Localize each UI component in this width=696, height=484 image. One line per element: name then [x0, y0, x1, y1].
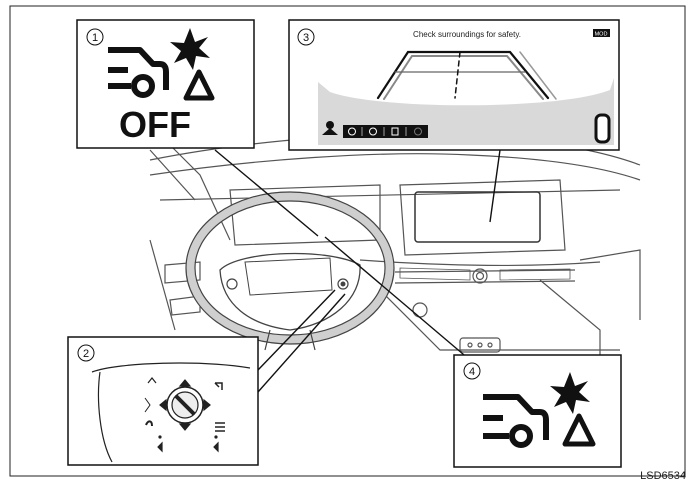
dashboard-illustration — [149, 133, 641, 380]
callout-1: 1 OFF — [76, 19, 255, 149]
callout-3: 3 Check surroundings for safety. MOD — [288, 19, 620, 151]
figure-code: LSD6534 — [640, 470, 686, 482]
callout-4: 4 — [453, 354, 622, 468]
leader-line-3 — [489, 149, 501, 223]
callout-4-box — [453, 354, 622, 468]
mod-badge — [593, 29, 610, 37]
sonar-icon[interactable] — [369, 127, 377, 136]
steering-wheel — [185, 191, 395, 351]
callout-2: 2 — [67, 336, 259, 466]
leader-lines — [214, 149, 501, 393]
leader-line-2a — [257, 289, 336, 371]
leader-line-2b — [257, 293, 346, 393]
steering-wheel-switch-icon — [91, 362, 251, 463]
camera-view-icon[interactable] — [348, 127, 356, 136]
leader-line-1 — [214, 149, 319, 237]
settings-icon[interactable] — [391, 127, 399, 136]
camera-display: Check surroundings for safety. MOD — [318, 25, 614, 145]
safety-message: Check surroundings for safety. — [413, 30, 521, 39]
moving-object-detection-off-icon — [108, 28, 215, 101]
callout-number-1: 1 — [92, 32, 98, 44]
mod-badge-label: MOD — [595, 32, 608, 38]
callout-number-3-circle — [297, 28, 315, 46]
car-top-icon — [594, 113, 611, 144]
callout-number-3: 3 — [303, 32, 309, 44]
callout-number-2: 2 — [83, 348, 89, 360]
camera-toolbar — [322, 121, 428, 138]
mod-icon[interactable] — [414, 127, 422, 136]
off-label: OFF — [119, 104, 191, 145]
leader-line-4 — [324, 236, 471, 361]
parking-guide-lines — [376, 50, 557, 100]
callout-number-4-circle — [463, 362, 481, 380]
callout-number-1-circle — [86, 28, 104, 46]
callout-number-2-circle — [77, 344, 95, 362]
moving-object-detection-icon — [483, 372, 596, 448]
callout-2-box — [67, 336, 259, 466]
callout-number-4: 4 — [469, 366, 475, 378]
